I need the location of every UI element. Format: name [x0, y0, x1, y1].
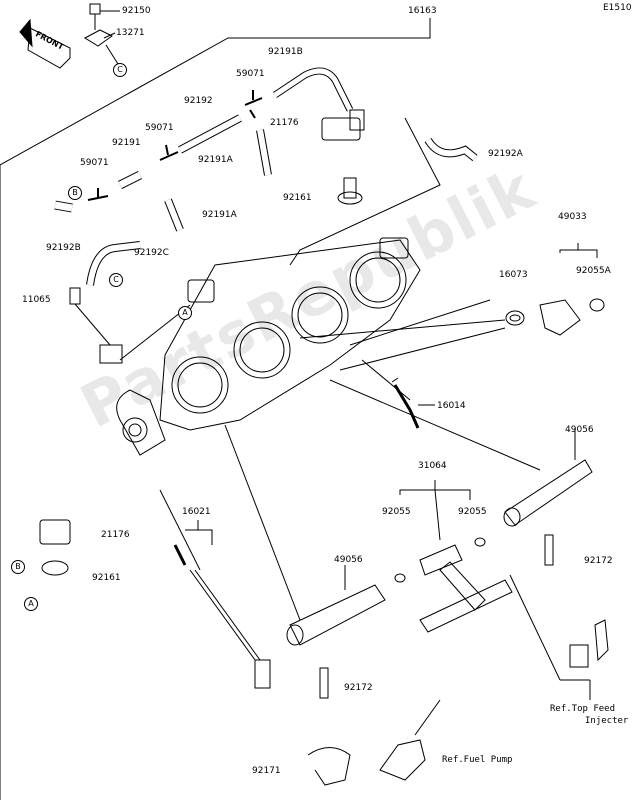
ref-top-feed-label-2: Injecter [585, 716, 629, 726]
part-label-11065[interactable]: 11065 [22, 295, 51, 305]
part-label-16163[interactable]: 16163 [408, 6, 437, 16]
part-label-92171[interactable]: 92171 [252, 766, 281, 776]
callout-a-bottom: A [24, 597, 38, 611]
callout-b-bottom: B [11, 560, 25, 574]
part-label-49056-a[interactable]: 49056 [565, 425, 594, 435]
part-label-92150[interactable]: 92150 [122, 6, 151, 16]
part-label-16073[interactable]: 16073 [499, 270, 528, 280]
hose-bracket [289, 117, 441, 266]
part-label-92172-a[interactable]: 92172 [584, 556, 613, 566]
part-label-16014[interactable]: 16014 [437, 401, 466, 411]
part-label-92055-b[interactable]: 92055 [458, 507, 487, 517]
part-label-92192A[interactable]: 92192A [488, 149, 523, 159]
part-label-92161-a[interactable]: 92161 [283, 193, 312, 203]
part-label-92161-b[interactable]: 92161 [92, 573, 121, 583]
ref-top-feed-label: Ref.Top Feed [550, 704, 616, 714]
part-label-92172-b[interactable]: 92172 [344, 683, 373, 693]
callout-b-top: B [68, 186, 82, 200]
part-label-92055-a[interactable]: 92055 [382, 507, 411, 517]
part-label-31064[interactable]: 31064 [418, 461, 447, 471]
part-label-92192B[interactable]: 92192B [46, 243, 81, 253]
throttle-body [116, 237, 421, 456]
part-label-92191[interactable]: 92191 [112, 138, 141, 148]
part-label-92191A-a[interactable]: 92191A [198, 155, 233, 165]
ref-fuel-pump-label: Ref.Fuel Pump [442, 755, 513, 765]
callout-c-top: C [113, 63, 127, 77]
diagram-code: E1510 [603, 3, 632, 13]
part-label-49033[interactable]: 49033 [558, 212, 587, 222]
part-label-49056-b[interactable]: 49056 [334, 555, 363, 565]
callout-a-mid: A [178, 306, 192, 320]
part-label-13271[interactable]: 13271 [116, 28, 145, 38]
part-label-92192C[interactable]: 92192C [134, 248, 169, 258]
part-label-59071-a[interactable]: 59071 [236, 69, 265, 79]
part-label-21176-b[interactable]: 21176 [101, 530, 130, 540]
front-arrow-shape [27, 27, 71, 69]
part-label-16021[interactable]: 16021 [182, 507, 211, 517]
part-label-92191B[interactable]: 92191B [268, 47, 303, 57]
part-label-92191A-b[interactable]: 92191A [202, 210, 237, 220]
part-label-21176-a[interactable]: 21176 [270, 118, 299, 128]
part-label-92192[interactable]: 92192 [184, 96, 213, 106]
part-label-59071-b[interactable]: 59071 [145, 123, 174, 133]
callout-c-mid: C [109, 273, 123, 287]
part-label-92055A[interactable]: 92055A [576, 266, 611, 276]
part-label-59071-c[interactable]: 59071 [80, 158, 109, 168]
